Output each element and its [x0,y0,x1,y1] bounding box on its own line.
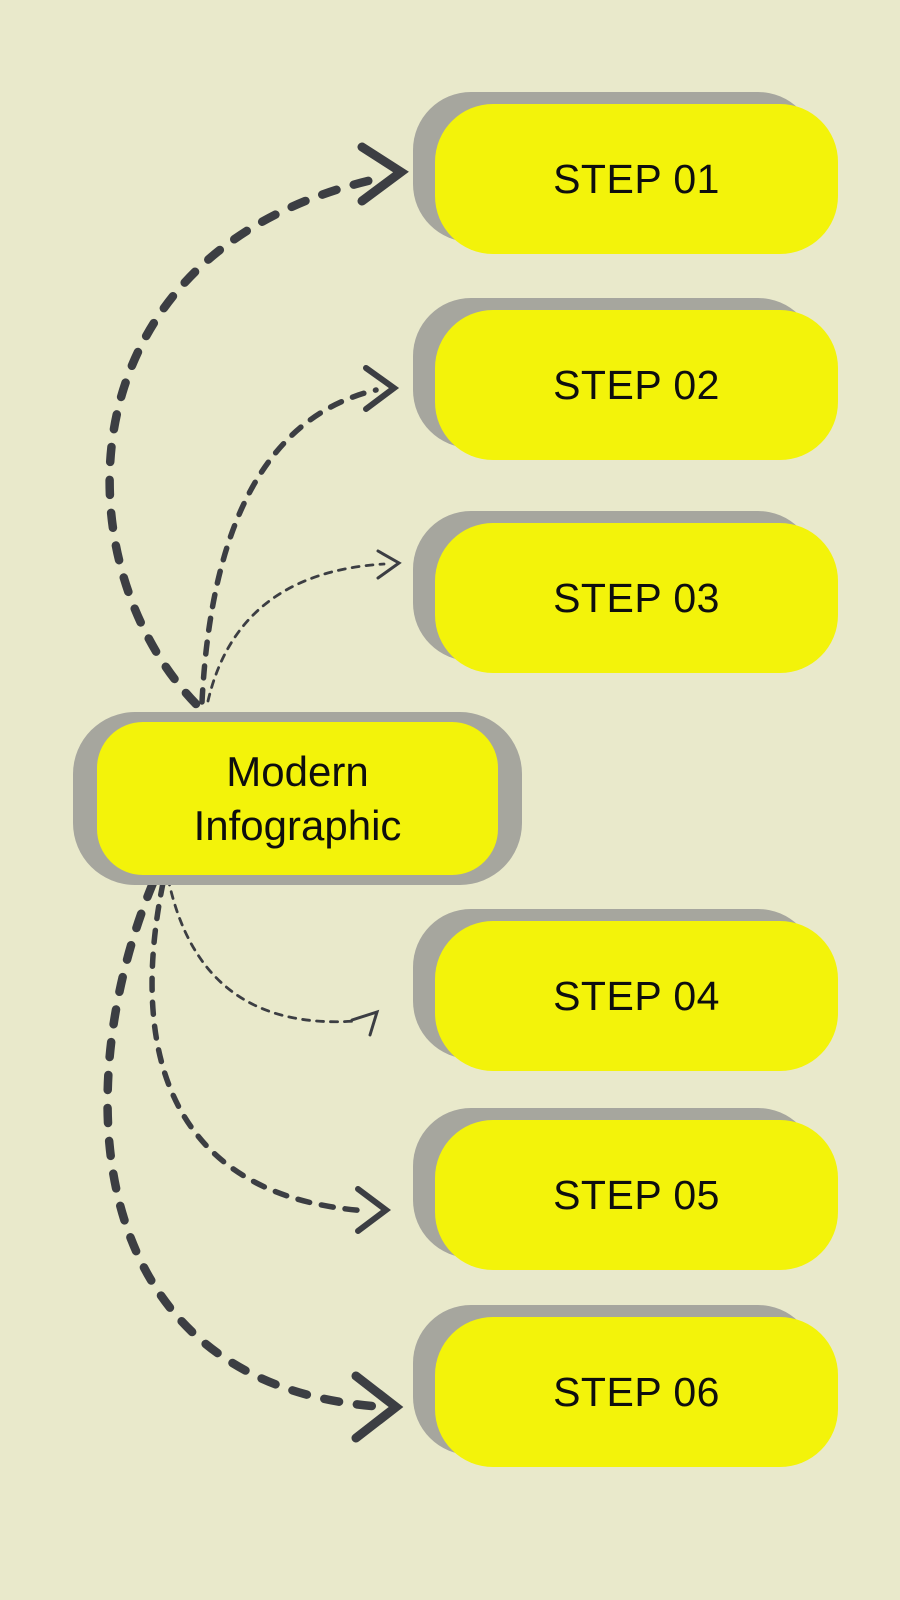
arrow-head-icon [357,142,409,206]
arrow-curve [166,876,358,1024]
step-label-06: STEP 06 [553,1368,720,1415]
step-label-04: STEP 04 [553,972,720,1019]
step-label-05: STEP 05 [553,1171,720,1218]
arrow-head-icon [376,549,402,580]
step-label-02: STEP 02 [553,361,720,408]
arrow-to-step-04 [166,876,380,1037]
step-box-01: STEP 01 [435,104,838,254]
arrow-to-step-06 [103,878,404,1443]
center-box: Modern Infographic [73,712,522,885]
step-label-03: STEP 03 [553,574,720,621]
arrow-to-step-03 [206,549,402,703]
arrow-head-icon [363,365,400,412]
center-title-line1: Modern [226,747,369,795]
step-box-06: STEP 06 [435,1317,838,1467]
arrow-head-icon [355,1186,391,1234]
arrow-curve [206,562,386,703]
arrow-head-icon [351,1371,404,1443]
arrow-to-step-01 [105,142,409,709]
arrow-curve [199,387,379,705]
arrow-to-step-02 [199,365,400,705]
step-box-05: STEP 05 [435,1120,838,1270]
step-box-03: STEP 03 [435,523,838,673]
arrow-curve [105,175,377,709]
arrow-head-icon [350,1009,380,1037]
center-title-line2: Infographic [193,801,402,849]
arrow-to-step-05 [149,880,391,1234]
step-label-01: STEP 01 [553,155,720,202]
step-box-02: STEP 02 [435,310,838,460]
arrow-curve [149,880,371,1214]
center-box-inner: Modern Infographic [97,722,498,875]
step-box-04: STEP 04 [435,921,838,1071]
arrow-curve [103,878,377,1411]
